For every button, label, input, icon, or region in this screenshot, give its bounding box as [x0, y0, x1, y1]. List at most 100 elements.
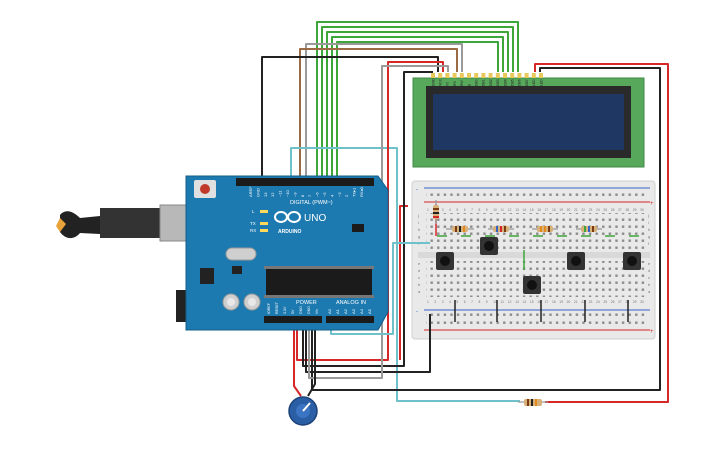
resistor-4[interactable] — [576, 226, 602, 232]
power-pin-label: GND — [307, 306, 311, 314]
led-label-tx: TX — [250, 221, 256, 226]
digital-pin-label: 7 — [307, 194, 312, 197]
lcd-pin[interactable] — [488, 73, 493, 78]
column-number: 22 — [581, 300, 585, 304]
resistor-1[interactable] — [446, 226, 474, 232]
digital-pin-label: ~11 — [278, 190, 283, 197]
brand-label: ARDUINO — [278, 229, 301, 235]
lcd-pin[interactable] — [467, 73, 471, 78]
lcd-pin-label: DB3 — [496, 79, 500, 86]
column-number: 25 — [603, 208, 607, 212]
column-number: 4 — [449, 300, 451, 304]
digital-pin-label: GND — [255, 188, 260, 197]
lcd-pin[interactable] — [438, 73, 443, 78]
digital-pin-label: 8 — [300, 194, 305, 197]
column-number: 10 — [493, 300, 497, 304]
resistor-vertical[interactable] — [433, 200, 439, 224]
pushbutton-5[interactable] — [623, 252, 641, 270]
wire-green-3[interactable] — [326, 31, 509, 182]
lcd-pin[interactable] — [495, 73, 500, 78]
wire-red-rail[interactable] — [399, 205, 408, 360]
column-numbers-top: 1234567891011121314151617181920212223242… — [427, 208, 644, 212]
resistor-inline[interactable] — [518, 399, 548, 406]
pushbutton-3[interactable] — [523, 276, 541, 294]
column-number: 27 — [618, 208, 622, 212]
wire-gray-top[interactable] — [305, 43, 463, 182]
wire-cyan-digital[interactable] — [290, 147, 520, 402]
lcd-pin[interactable] — [539, 73, 543, 78]
row-letter: e — [418, 261, 421, 266]
digital-pin-label: 4 — [329, 194, 334, 197]
column-number: 19 — [559, 208, 563, 212]
row-letter: c — [418, 275, 420, 280]
lcd-pin[interactable] — [503, 73, 507, 78]
pushbutton-2[interactable] — [480, 237, 498, 255]
pushbutton-1[interactable] — [436, 252, 454, 270]
lcd-pin-label: DB0 — [475, 79, 479, 86]
potentiometer[interactable] — [288, 396, 318, 426]
lcd-screen — [433, 94, 624, 150]
column-number: 29 — [633, 208, 637, 212]
column-number: 7 — [471, 208, 473, 212]
wire-black-gnd[interactable] — [302, 71, 433, 367]
rail-plus-label-top: + — [650, 201, 654, 207]
analog-pin-label: A1 — [335, 308, 340, 314]
wire-green-4[interactable] — [331, 36, 504, 182]
row-letter: i — [648, 220, 649, 225]
wire-black-pot[interactable] — [307, 322, 316, 397]
row-letter: i — [418, 220, 419, 225]
top-rail-holes — [426, 190, 646, 200]
led-label-l: L — [252, 209, 255, 214]
power-pin-label: Vin — [315, 309, 319, 314]
lcd-pin-label: RS — [453, 81, 457, 86]
resistors — [433, 200, 602, 232]
column-number: 14 — [523, 300, 527, 304]
lcd-pin[interactable] — [459, 73, 464, 78]
wire-green-1[interactable] — [316, 21, 519, 182]
wire-green-2[interactable] — [321, 26, 514, 182]
column-number: 10 — [493, 208, 497, 212]
lcd-pin[interactable] — [445, 73, 450, 78]
chip-pins-bottom — [264, 295, 374, 298]
column-number: 1 — [427, 208, 429, 212]
lcd-pin[interactable] — [452, 73, 457, 78]
wire-red-pot[interactable] — [293, 322, 302, 397]
wire-black-top[interactable] — [261, 56, 439, 182]
column-number: 16 — [537, 300, 541, 304]
wire-red-lcd-led[interactable] — [534, 63, 669, 403]
lcd-pin[interactable] — [517, 73, 522, 78]
power-header-label: POWER — [296, 300, 317, 306]
column-number: 15 — [530, 300, 534, 304]
lcd-pin[interactable] — [474, 73, 479, 78]
lcd-pin[interactable] — [524, 73, 529, 78]
lcd-pin[interactable] — [531, 73, 536, 78]
column-number: 27 — [618, 300, 622, 304]
column-number: 9 — [486, 208, 488, 212]
icsp-header — [352, 224, 364, 232]
rail-plus-label-bottom: + — [650, 329, 654, 335]
column-number: 4 — [449, 208, 451, 212]
column-number: 24 — [596, 208, 600, 212]
wire-brown[interactable] — [299, 48, 458, 182]
digital-pin-label: RX◂0 — [359, 186, 364, 197]
pushbutton-4[interactable] — [567, 252, 585, 270]
reset-button[interactable] — [200, 184, 210, 194]
wire-black-rail[interactable] — [305, 314, 431, 373]
column-number: 20 — [567, 208, 571, 212]
row-letter: a — [418, 289, 421, 294]
column-number: 14 — [523, 208, 527, 212]
wire-green-5[interactable] — [336, 41, 499, 182]
lcd-pin-label: DB6 — [518, 79, 522, 86]
digital-pin-label: 13 — [263, 192, 268, 197]
lcd-pin[interactable] — [510, 73, 515, 78]
pushbuttons — [436, 237, 641, 294]
column-number: 22 — [581, 208, 585, 212]
resistor-3[interactable] — [532, 226, 558, 232]
lcd-pin[interactable] — [481, 73, 486, 78]
resistor-2[interactable] — [488, 226, 514, 232]
lcd-pin[interactable] — [431, 73, 435, 78]
column-number: 8 — [478, 300, 480, 304]
